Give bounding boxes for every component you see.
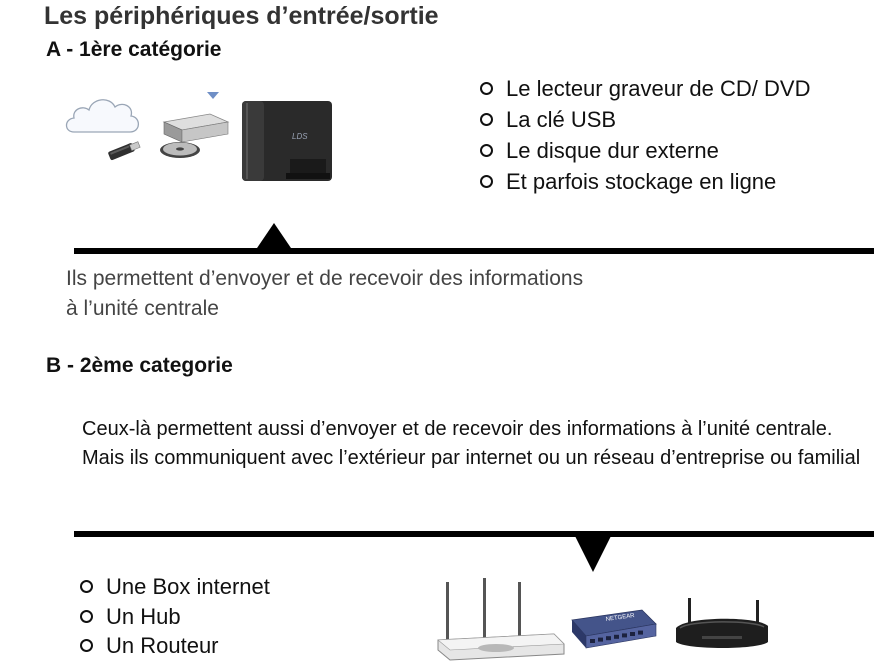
list-item: Une Box internet <box>80 572 270 602</box>
divider-line <box>74 248 874 254</box>
section-a-heading: A - 1ère catégorie <box>46 38 222 61</box>
section-a-description: Ils permettent d’envoyer et de recevoir … <box>66 267 584 320</box>
section-a-list: Le lecteur graveur de CD/ DVD La clé USB… <box>480 73 810 197</box>
hdd-logo: LDS <box>292 132 308 141</box>
divider-line <box>74 531 874 537</box>
cloud-icon <box>65 99 140 133</box>
section-b-list: Une Box internet Un Hub Un Routeur <box>80 572 270 661</box>
cd-dvd-drive-icon <box>160 113 230 158</box>
page-title: Les périphériques d’entrée/sortie <box>44 2 439 30</box>
bullet-icon <box>80 639 93 653</box>
list-item: Le disque dur externe <box>480 135 810 166</box>
list-item: Et parfois stockage en ligne <box>480 166 810 197</box>
section-b-description: Ceux-là permettent aussi d’envoyer et de… <box>82 418 861 469</box>
internet-box-icon <box>437 578 565 661</box>
list-item: Le lecteur graveur de CD/ DVD <box>480 73 810 104</box>
external-hard-drive-icon: LDS <box>242 101 332 181</box>
router-icon <box>676 598 768 648</box>
section-b-heading: B - 2ème categorie <box>46 354 233 377</box>
bullet-icon <box>480 82 493 95</box>
bullet-icon <box>480 113 493 126</box>
usb-key-icon <box>108 141 141 161</box>
network-hub-icon: NETGEAR <box>571 609 657 649</box>
bullet-icon <box>480 144 493 157</box>
bullet-icon <box>80 609 93 623</box>
hub-logo: NETGEAR <box>605 613 635 623</box>
list-item: Un Hub <box>80 602 270 632</box>
chevron-down-icon <box>207 92 219 99</box>
triangle-down-icon <box>574 534 612 572</box>
bullet-icon <box>80 580 93 594</box>
bullet-icon <box>480 175 493 188</box>
list-item: La clé USB <box>480 104 810 135</box>
list-item: Un Routeur <box>80 631 270 661</box>
triangle-up-icon <box>255 223 293 251</box>
